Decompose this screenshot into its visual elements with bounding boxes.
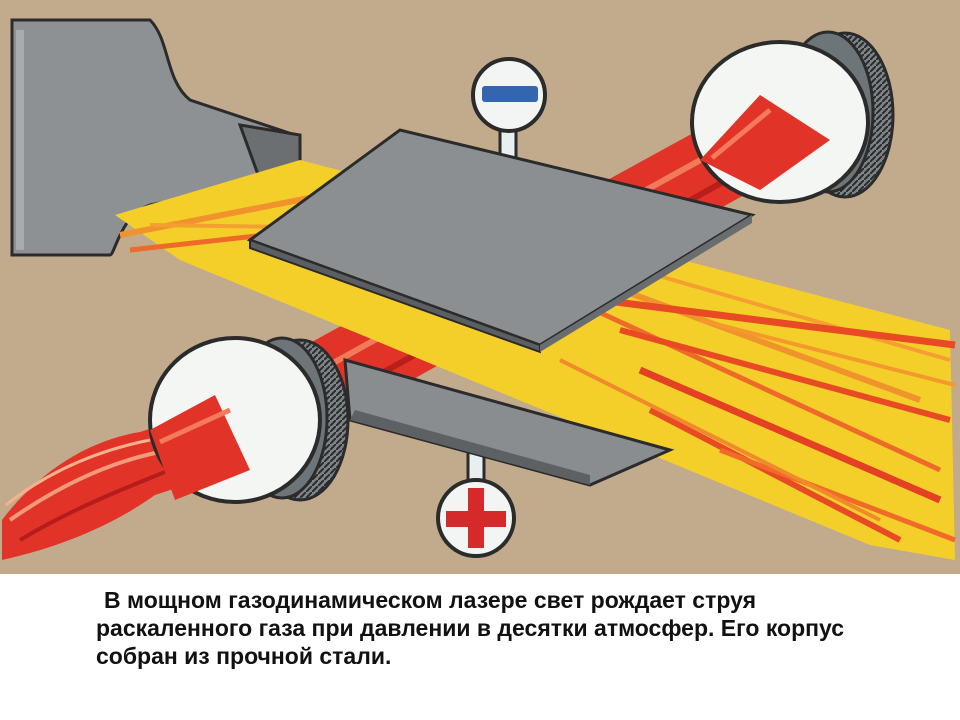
laser-illustration: − + xyxy=(0,0,960,578)
upper-electrode-plate xyxy=(246,128,756,354)
gas-nozzle-casing xyxy=(10,18,302,257)
positive-electrode: + xyxy=(436,448,516,558)
minus-sign-icon xyxy=(482,86,538,102)
right-mirror xyxy=(690,30,895,204)
caption-text: В мощном газодинамическом лазере свет ро… xyxy=(96,587,845,669)
left-mirror xyxy=(148,336,350,504)
figure-caption: В мощном газодинамическом лазере свет ро… xyxy=(96,586,886,670)
